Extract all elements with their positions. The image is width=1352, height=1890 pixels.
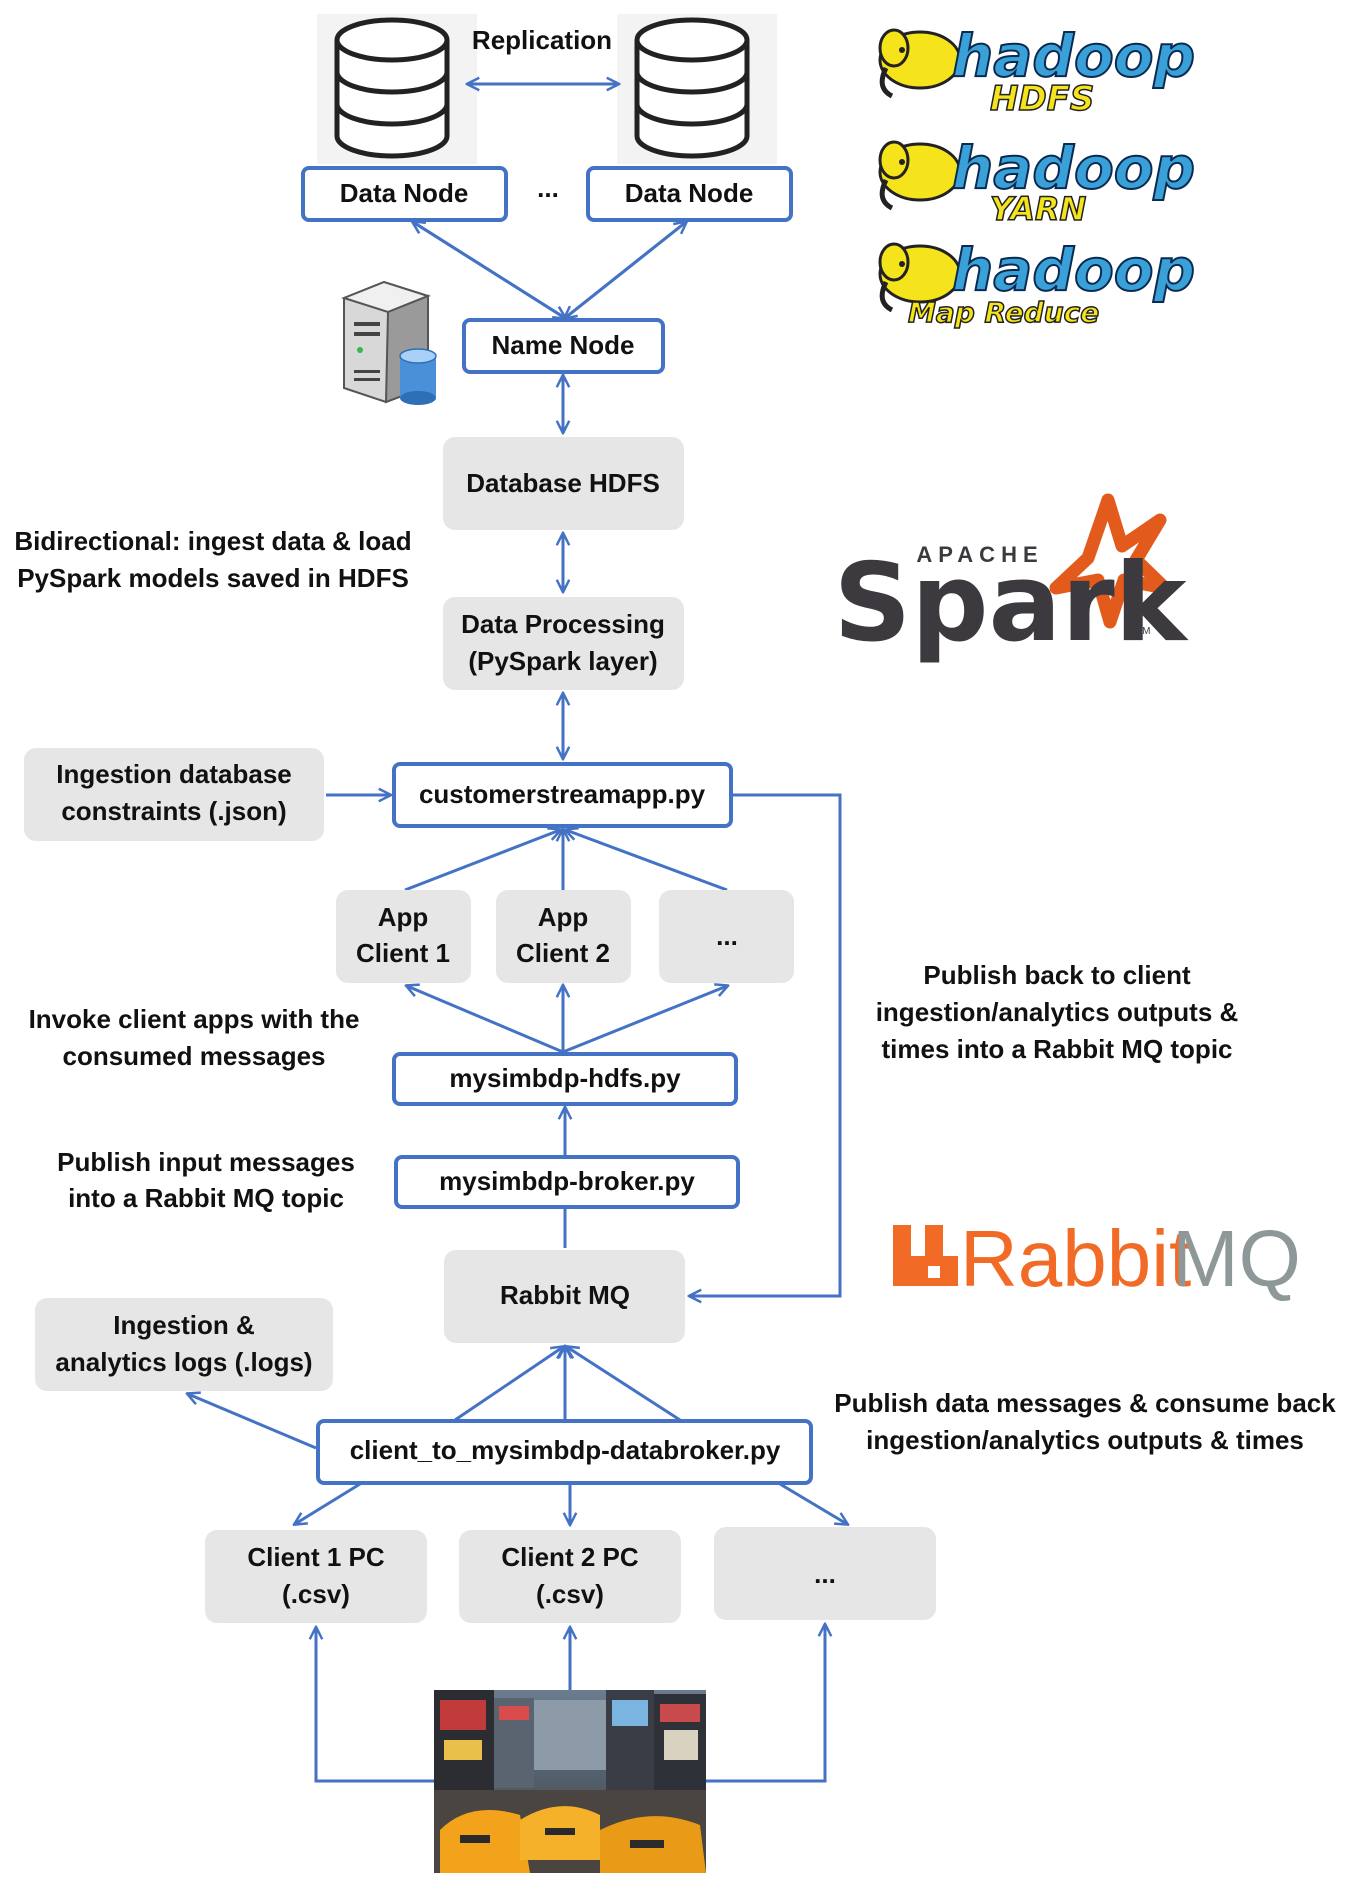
hadoop-mapreduce-sub: Map Reduce [908, 296, 1099, 329]
app-client-more-label: ... [716, 921, 738, 951]
mysimbdp-broker [394, 1155, 740, 1209]
client-2-pc-line2: (.csv) [536, 1579, 604, 1609]
name-node [462, 318, 665, 374]
arrow-databroker-to-rabbit-right [567, 1347, 681, 1422]
hadoop-yarn-sub: YARN [990, 190, 1087, 228]
data-node-right-label: Data Node [625, 178, 754, 208]
arrow-hdfs-to-more [562, 986, 727, 1054]
client-1-pc-line2: (.csv) [282, 1579, 350, 1609]
client-2-pc [459, 1530, 681, 1623]
hadoop-yarn-logo: hadoop YARN [878, 133, 1196, 229]
data-processing-line2: (PySpark layer) [468, 646, 657, 676]
arrow-datanode-right-return [565, 220, 687, 318]
invoke-note-line2: consumed messages [62, 1041, 325, 1071]
spark-word: Spark [833, 541, 1188, 666]
server-icon [341, 280, 437, 405]
data-node-right [586, 166, 793, 222]
database-hdfs-label: Database HDFS [466, 468, 660, 498]
hadoop-elephant-icon [878, 242, 962, 313]
arrow-databroker-to-logs [188, 1394, 317, 1450]
customerstreamapp-label: customerstreamapp.py [419, 779, 706, 809]
arrow-publish-back [690, 793, 842, 1296]
hadoop-hdfs-word: hadoop [952, 22, 1195, 90]
publish-data-note-line1: Publish data messages & consume back [834, 1388, 1336, 1418]
data-node-left-label: Data Node [340, 178, 469, 208]
ingestion-logs [35, 1298, 333, 1391]
database-icon [317, 14, 477, 164]
spark-star-icon [1049, 493, 1172, 629]
hadoop-elephant-icon [878, 140, 962, 211]
arrow-databroker-to-rabbit-left [454, 1347, 563, 1422]
publish-back-note-line3: times into a Rabbit MQ topic [881, 1034, 1232, 1064]
client-pc-more [714, 1527, 936, 1620]
hadoop-hdfs-sub: HDFS [990, 79, 1094, 119]
mysimbdp-broker-label: mysimbdp-broker.py [439, 1166, 695, 1196]
client-1-pc [205, 1530, 427, 1623]
hadoop-hdfs-logo: hadoop HDFS [878, 21, 1196, 120]
app-client-1-line1: App [378, 902, 429, 932]
client-to-mysimbdp-databroker [316, 1419, 813, 1485]
ingestion-logs-line2: analytics logs (.logs) [55, 1347, 312, 1377]
bidirectional-note-line1: Bidirectional: ingest data & load [14, 526, 411, 556]
arrow-photo-to-pc1 [316, 1628, 434, 1783]
bidirectional-note-line2: PySpark models saved in HDFS [17, 563, 409, 593]
databroker-label: client_to_mysimbdp-databroker.py [350, 1435, 781, 1465]
publish-input-note-line1: Publish input messages [57, 1147, 355, 1177]
ingestion-constraints-line2: constraints (.json) [61, 796, 286, 826]
database-icon [617, 14, 777, 164]
app-client-1-line2: Client 1 [356, 938, 450, 968]
mysimbdp-hdfs-label: mysimbdp-hdfs.py [449, 1063, 681, 1093]
app-client-1 [336, 890, 471, 983]
name-node-label: Name Node [491, 330, 634, 360]
publish-back-note-line1: Publish back to client [923, 960, 1191, 990]
arrow-client1-to-app [404, 830, 560, 892]
arrow-databroker-to-pc1 [295, 1482, 361, 1524]
app-client-more [659, 890, 794, 983]
publish-input-note-line2: into a Rabbit MQ topic [68, 1183, 344, 1213]
rabbitmq-logo: Rabbit MQ [893, 1214, 1301, 1303]
hadoop-mapreduce-word: hadoop [952, 236, 1195, 304]
app-client-2-line1: App [538, 902, 589, 932]
client-pc-more-label: ... [814, 1559, 836, 1589]
publish-data-note-line2: ingestion/analytics outputs & times [866, 1425, 1304, 1455]
arrow-databroker-to-more [779, 1482, 847, 1524]
city-taxi-photo [434, 1690, 706, 1873]
invoke-note-line1: Invoke client apps with the [29, 1004, 360, 1034]
ingestion-constraints [24, 748, 324, 841]
mysimbdp-hdfs [392, 1052, 738, 1106]
client-1-pc-line1: Client 1 PC [247, 1542, 384, 1572]
app-client-2 [496, 890, 631, 983]
arrow-photo-to-more [706, 1625, 825, 1783]
spark-apache-text: APACHE [916, 542, 1043, 567]
ingestion-constraints-line1: Ingestion database [56, 759, 292, 789]
rabbitmq-icon [893, 1225, 958, 1286]
hadoop-mapreduce-logo: hadoop Map Reduce [878, 235, 1196, 330]
hadoop-yarn-word: hadoop [952, 134, 1195, 202]
client-2-pc-line1: Client 2 PC [501, 1542, 638, 1572]
arrow-datanode-left-return [412, 220, 565, 318]
hadoop-elephant-icon [878, 28, 962, 99]
apache-spark-logo: APACHE Spark TM [833, 493, 1189, 666]
ingestion-logs-line1: Ingestion & [113, 1310, 255, 1340]
arrow-more-to-app [566, 830, 728, 892]
database-hdfs [443, 437, 684, 530]
rabbitmq-mq-text: MQ [1172, 1214, 1301, 1303]
spark-tm: TM [1136, 626, 1150, 637]
publish-back-note-line2: ingestion/analytics outputs & [876, 997, 1239, 1027]
rabbit-mq-box [444, 1250, 685, 1343]
rabbit-mq-label: Rabbit MQ [500, 1280, 630, 1310]
data-processing-line1: Data Processing [461, 609, 665, 639]
app-client-2-line2: Client 2 [516, 938, 610, 968]
data-node-left [301, 166, 508, 222]
rabbitmq-rabbit-text: Rabbit [960, 1214, 1191, 1303]
data-processing [443, 597, 684, 690]
replication-label: Replication [472, 25, 612, 55]
arrow-hdfs-to-client1 [407, 986, 564, 1054]
data-node-ellipsis: ... [537, 173, 559, 203]
